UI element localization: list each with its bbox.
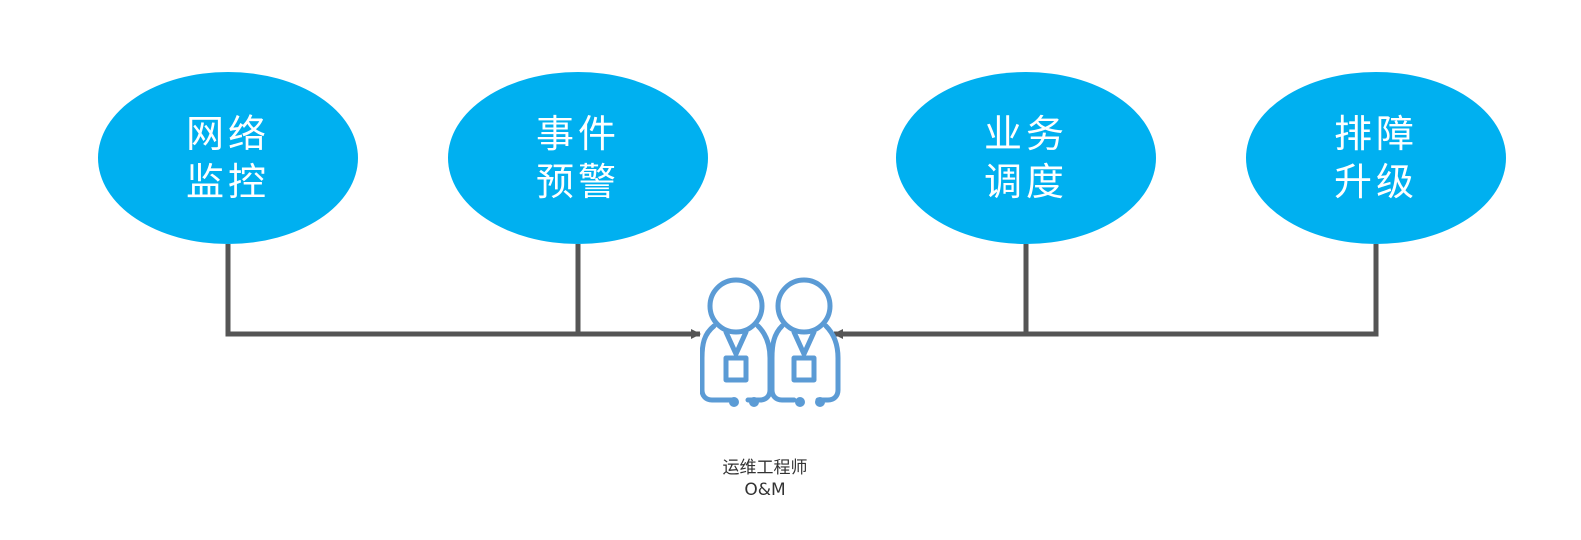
node-network-monitoring: 网络 监控 bbox=[98, 72, 358, 244]
engineer-caption: 运维工程师 O&M bbox=[640, 457, 890, 501]
connector-left bbox=[225, 244, 701, 339]
connector-right bbox=[833, 244, 1379, 339]
node-label: 事件 预警 bbox=[536, 110, 620, 206]
node-label-line2: 监控 bbox=[185, 160, 270, 204]
node-label: 网络 监控 bbox=[186, 110, 270, 206]
node-label-line2: 预警 bbox=[535, 160, 620, 204]
engineer-title-en: O&M bbox=[744, 480, 786, 500]
node-label: 排障 升级 bbox=[1334, 110, 1418, 206]
node-label-line2: 升级 bbox=[1333, 160, 1418, 204]
node-label-line1: 事件 bbox=[535, 112, 620, 156]
node-business-scheduling: 业务 调度 bbox=[896, 72, 1156, 244]
node-event-alert: 事件 预警 bbox=[448, 72, 708, 244]
node-label-line1: 业务 bbox=[983, 112, 1068, 156]
node-label-line1: 网络 bbox=[185, 112, 270, 156]
two-engineers-icon bbox=[700, 277, 841, 407]
node-label: 业务 调度 bbox=[984, 110, 1068, 206]
node-label-line2: 调度 bbox=[983, 160, 1068, 204]
node-troubleshoot-escalate: 排障 升级 bbox=[1246, 72, 1506, 244]
engineer-title-cn: 运维工程师 bbox=[722, 458, 808, 478]
node-label-line1: 排障 bbox=[1333, 112, 1418, 156]
